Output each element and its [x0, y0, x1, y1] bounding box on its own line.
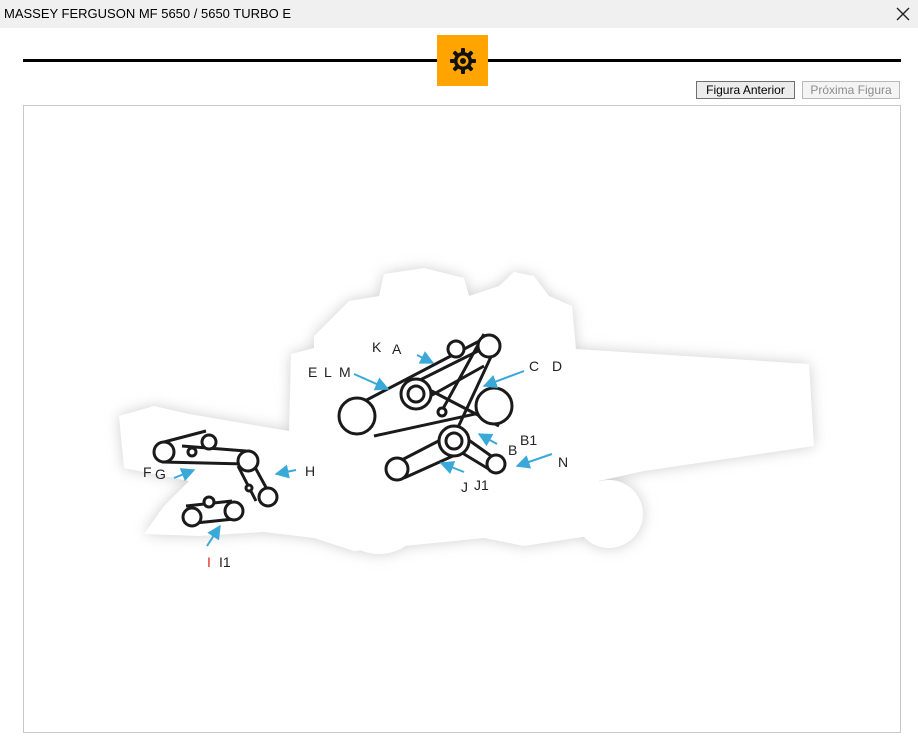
- close-button[interactable]: [888, 0, 918, 28]
- callout-g: G: [155, 466, 166, 482]
- callout-c: C: [529, 358, 539, 374]
- window-title: MASSEY FERGUSON MF 5650 / 5650 TURBO E: [4, 6, 292, 21]
- callout-l: L: [324, 364, 332, 380]
- callout-e: E: [308, 364, 317, 380]
- callout-n: N: [558, 454, 568, 470]
- header-divider-right: [488, 59, 901, 62]
- figure-panel: K A E L M C D B B1 N J J1 F G H I I1: [23, 105, 901, 733]
- belt-system: [152, 333, 514, 528]
- callout-j: J: [461, 479, 468, 495]
- callout-h: H: [305, 463, 315, 479]
- callout-i: I: [207, 554, 211, 570]
- callout-d: D: [552, 358, 562, 374]
- header-divider-left: [23, 59, 437, 62]
- callout-labels: K A E L M C D B B1 N J J1 F G H I I1: [143, 339, 568, 570]
- close-icon: [896, 7, 910, 21]
- callout-k: K: [372, 339, 382, 355]
- combine-belt-diagram: K A E L M C D B B1 N J J1 F G H I I1: [119, 268, 814, 570]
- callout-m: M: [339, 364, 351, 380]
- callout-i1: I1: [219, 554, 231, 570]
- next-figure-button: Próxima Figura: [802, 81, 900, 99]
- callout-j1: J1: [474, 477, 489, 493]
- previous-figure-button[interactable]: Figura Anterior: [696, 81, 795, 99]
- callout-arrows: [173, 351, 553, 547]
- callout-b1: B1: [520, 432, 537, 448]
- gear-icon: [449, 47, 476, 74]
- callout-b: B: [508, 442, 517, 458]
- callout-a: A: [392, 341, 402, 357]
- callout-f: F: [143, 464, 152, 480]
- title-bar: MASSEY FERGUSON MF 5650 / 5650 TURBO E: [0, 0, 918, 28]
- settings-button[interactable]: [437, 35, 488, 86]
